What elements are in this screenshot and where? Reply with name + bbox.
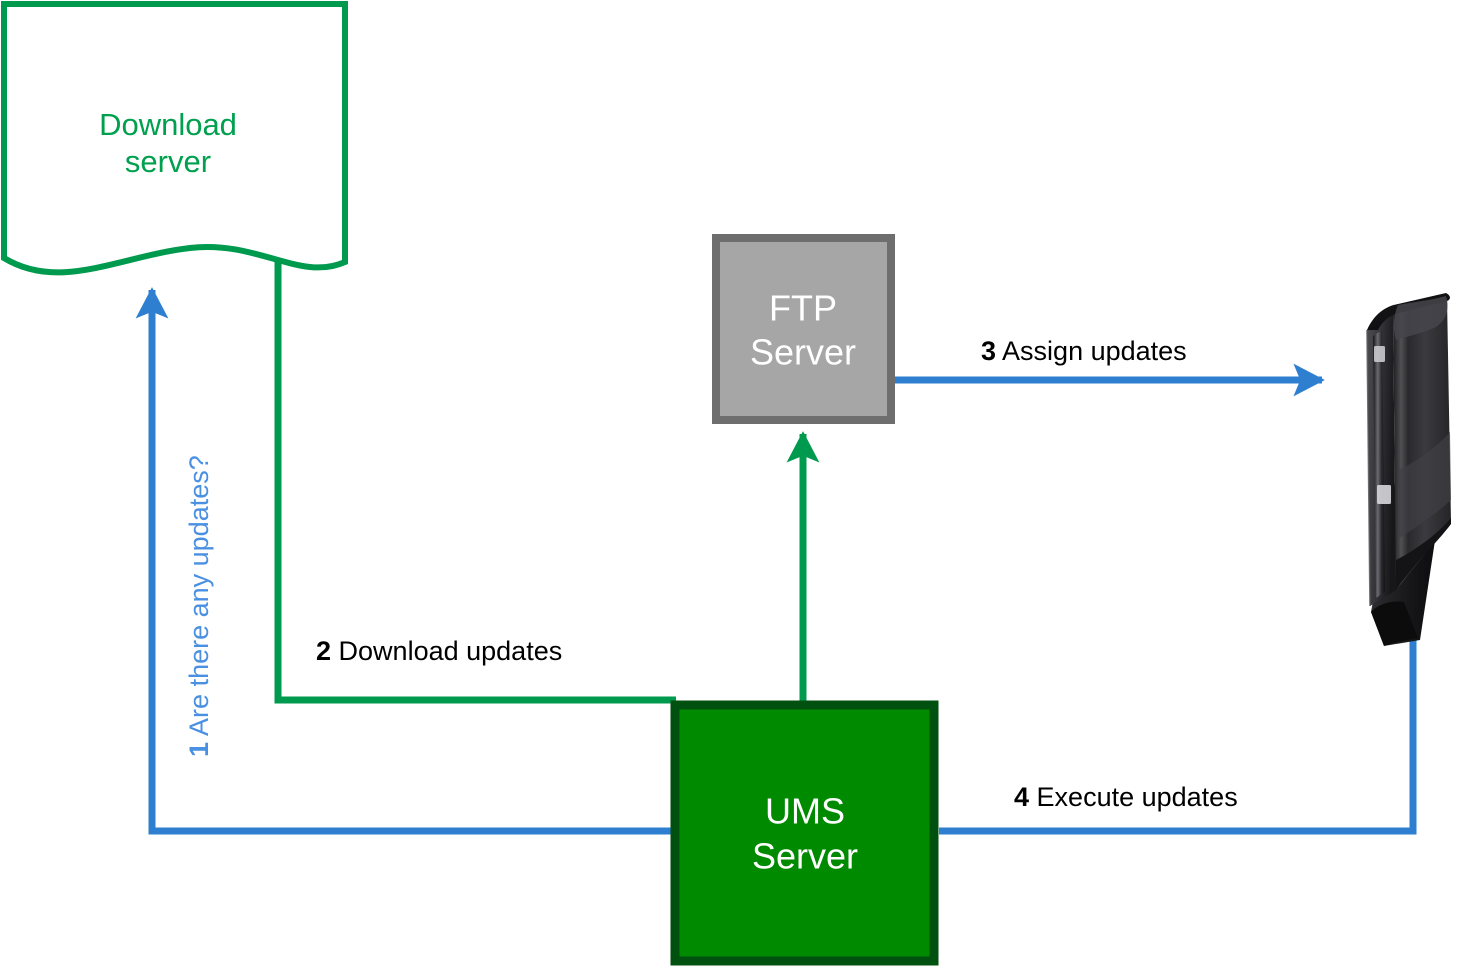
node-ftp-server[interactable]: FTP Server [712,234,895,424]
ftp-server-label-line1: FTP [769,288,837,329]
download-server-label-line1: Download [99,107,237,142]
flow-3-label: 3 Assign updates [981,336,1187,366]
flow-1-text: Are there any updates? [184,455,214,736]
node-thin-client-device[interactable] [1366,293,1451,646]
ftp-server-shape [712,234,895,424]
device-badge [1377,485,1391,504]
device-top-highlight [1393,296,1448,340]
device-stand-foot [1371,601,1418,646]
flow-1-number: 1 [184,742,214,757]
device-lower-highlight [1399,432,1451,538]
device-light-strip [1373,330,1385,598]
flow-3-number: 3 [981,336,996,366]
download-server-shape [1,1,348,276]
device-top-indicator [1374,346,1385,362]
flow-2-label: 2 Download updates [316,636,562,666]
flow-4-text: Execute updates [1037,782,1238,812]
device-icon [1366,293,1451,646]
flow-2-number: 2 [316,636,331,666]
ums-server-label-line1: UMS [765,791,845,832]
node-ums-server[interactable]: UMS Server [670,700,939,966]
device-left-outline [1366,329,1371,607]
download-server-label-line2: server [125,144,211,179]
flow-2-connector [274,252,676,704]
flow-1-label: 1 Are there any updates? [184,455,214,757]
node-download-server[interactable]: Download server [1,1,348,276]
flow-1-connector [135,287,673,835]
device-bottom-edge [1396,518,1451,590]
flow-2-text: Download updates [339,636,563,666]
flow-4-number: 4 [1014,782,1029,812]
ums-server-label-line2: Server [752,836,858,877]
ftp-server-label-line2: Server [750,332,856,373]
flow-1-arrow-path [135,287,673,835]
flow-3-text: Assign updates [1002,336,1187,366]
flow-2-arrow-path [274,252,676,704]
ums-server-shape [670,700,939,966]
flow-4-label: 4 Execute updates [1014,782,1238,812]
